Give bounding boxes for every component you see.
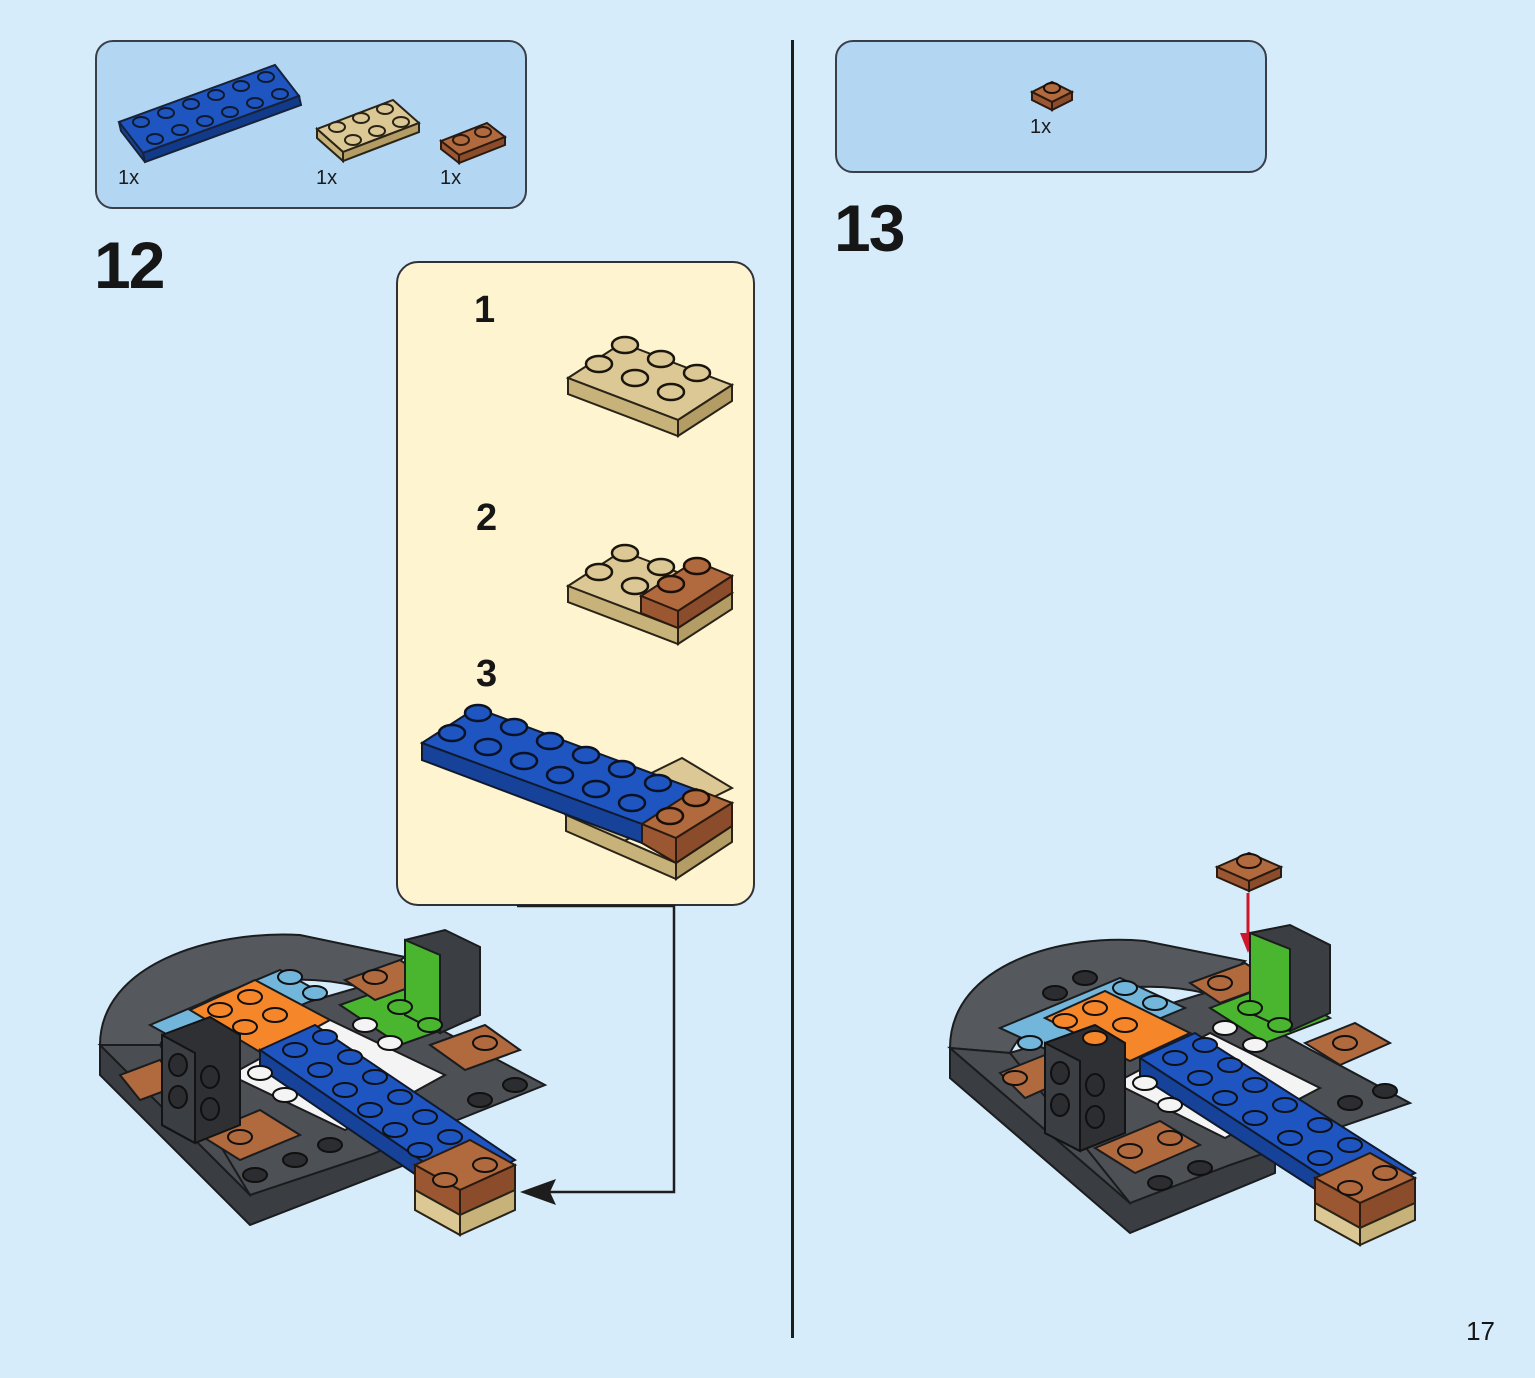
step13-parts-box: 1x [835, 40, 1267, 173]
step-number-12: 12 [94, 228, 165, 302]
tan-brown-plate-icon [565, 543, 735, 646]
substep-number: 3 [476, 653, 498, 695]
arrow-left-icon [520, 1179, 556, 1205]
substep-number: 2 [476, 497, 498, 539]
part-qty: 1x [118, 167, 140, 189]
page-divider [791, 40, 794, 1338]
substep-number: 1 [474, 289, 496, 331]
part-qty: 1x [316, 167, 338, 189]
step12-model-illustration [97, 928, 548, 1237]
blue-plate-assembly-icon [419, 703, 735, 881]
part-qty: 1x [1030, 116, 1052, 138]
brown-round-plate-1x1-icon [1029, 80, 1075, 112]
brown-plate-1x2-icon [438, 121, 508, 166]
subassembly-callout: 1 2 3 [396, 261, 755, 906]
tan-plate-2x3-icon [315, 98, 421, 164]
part-qty: 1x [440, 167, 462, 189]
step12-parts-box: 1x 1x 1x [95, 40, 527, 209]
step13-model-illustration [947, 851, 1418, 1247]
tan-plate-icon [565, 335, 735, 438]
step-number-13: 13 [834, 191, 905, 265]
blue-plate-2x6-icon [117, 63, 303, 164]
page-number: 17 [1466, 1316, 1495, 1346]
